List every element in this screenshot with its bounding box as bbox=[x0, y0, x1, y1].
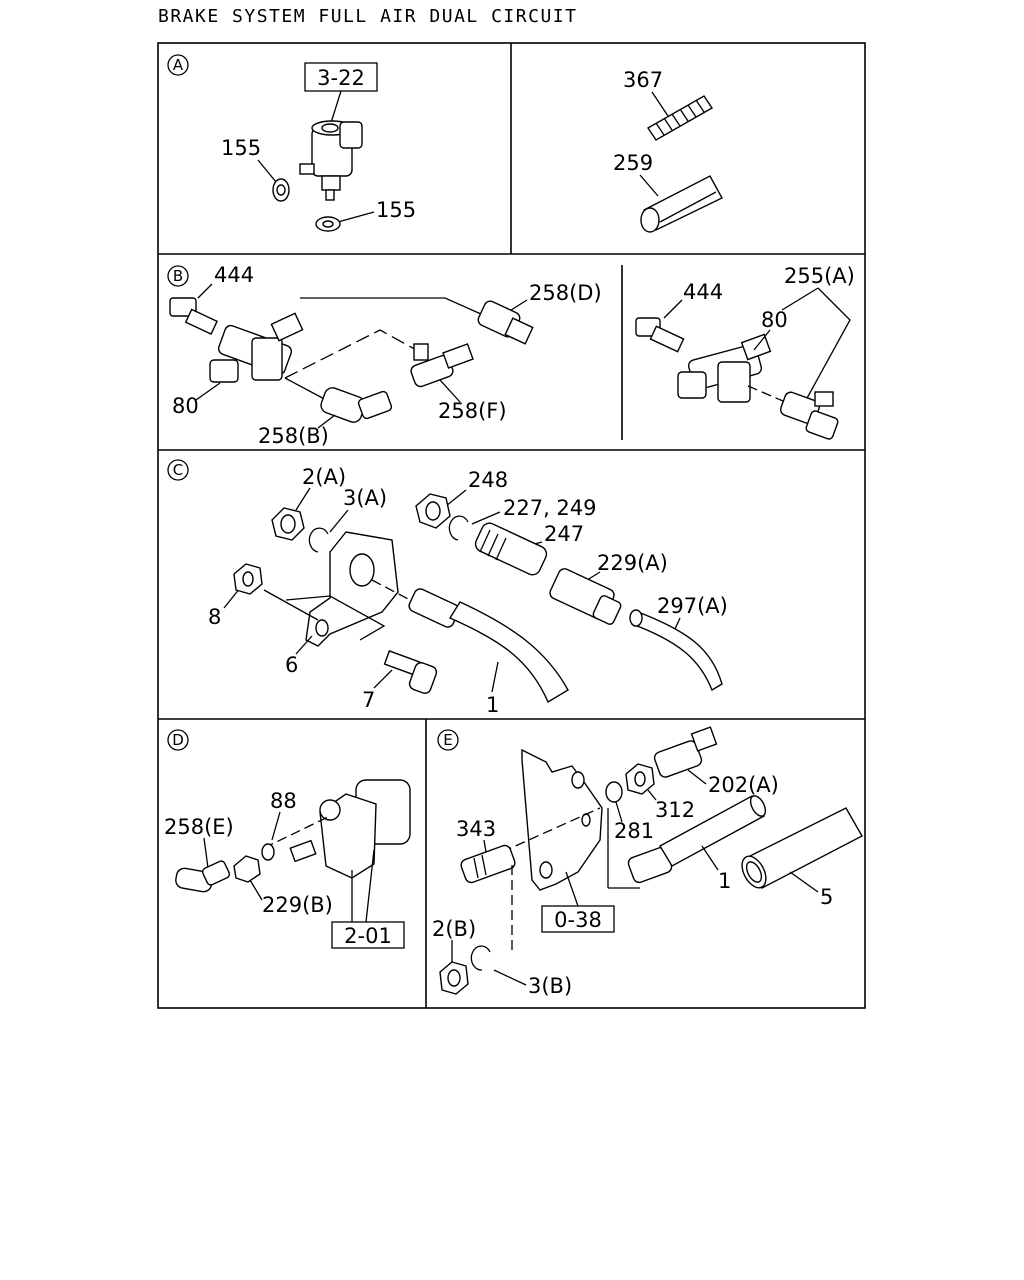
nut-312 bbox=[625, 763, 655, 795]
elbow-258b bbox=[320, 387, 393, 423]
section-e: 343 281 312 202(A) 1 bbox=[432, 726, 863, 998]
coupler-229a bbox=[549, 568, 622, 625]
elbow-258e bbox=[175, 860, 231, 893]
label-312: 312 bbox=[655, 798, 695, 822]
label-8: 8 bbox=[208, 605, 221, 629]
label-1-c: 1 bbox=[486, 693, 499, 717]
label-227-249: 227, 249 bbox=[503, 496, 597, 520]
ref-box-2-01: 2-01 bbox=[344, 924, 392, 948]
label-229b: 229(B) bbox=[262, 893, 333, 917]
label-258f: 258(F) bbox=[438, 399, 507, 423]
label-3a: 3(A) bbox=[343, 486, 387, 510]
label-258d: 258(D) bbox=[529, 281, 602, 305]
label-281: 281 bbox=[614, 819, 654, 843]
banjo-bolt bbox=[169, 297, 218, 335]
section-a-left: 3-22 155 155 bbox=[221, 62, 416, 232]
label-202a: 202(A) bbox=[708, 773, 779, 797]
label-80-right: 80 bbox=[761, 308, 788, 332]
section-b-right: 444 80 255(A) bbox=[635, 264, 855, 440]
fitting-229b bbox=[233, 855, 261, 883]
section-letter: C bbox=[173, 461, 183, 479]
label-2a: 2(A) bbox=[302, 465, 346, 489]
label-258e: 258(E) bbox=[164, 815, 234, 839]
label-248: 248 bbox=[468, 468, 508, 492]
section-a-right: 367 259 bbox=[613, 68, 723, 233]
section-letter: D bbox=[172, 731, 184, 749]
section-letter: E bbox=[443, 731, 452, 749]
section-marker-e: E bbox=[437, 729, 459, 751]
bolt-7 bbox=[383, 650, 438, 694]
tee-fitting bbox=[209, 312, 304, 383]
nut-8 bbox=[233, 563, 263, 595]
sleeve bbox=[640, 175, 723, 233]
label-247: 247 bbox=[544, 522, 584, 546]
bracket-6 bbox=[305, 531, 399, 647]
valve-2-01 bbox=[289, 779, 411, 879]
label-259: 259 bbox=[613, 151, 653, 175]
label-7: 7 bbox=[362, 688, 375, 712]
label-2b: 2(B) bbox=[432, 917, 476, 941]
nut-2a bbox=[271, 507, 305, 541]
section-letter: A bbox=[173, 56, 184, 74]
section-c: 2(A) 3(A) 248 227, 249 247 229(A) bbox=[208, 465, 728, 717]
section-b-left: 444 80 258(D) 258(F) bbox=[169, 263, 602, 448]
fitting-255a bbox=[779, 391, 839, 440]
label-80-left: 80 bbox=[172, 394, 199, 418]
label-258b: 258(B) bbox=[258, 424, 329, 448]
section-marker-d: D bbox=[167, 729, 189, 751]
label-444-left: 444 bbox=[214, 263, 254, 287]
fitting-202a bbox=[653, 726, 718, 778]
label-255a: 255(A) bbox=[784, 264, 855, 288]
connector-343 bbox=[460, 844, 516, 884]
tee-fitting-right bbox=[677, 333, 772, 403]
bracket-0-38 bbox=[521, 748, 603, 891]
label-155-top: 155 bbox=[221, 136, 261, 160]
ref-box-3-22: 3-22 bbox=[317, 66, 365, 90]
pipe-1 bbox=[408, 588, 569, 704]
label-343: 343 bbox=[456, 817, 496, 841]
pipe-1-e bbox=[627, 795, 767, 884]
fitting-258d bbox=[477, 300, 534, 345]
banjo-bolt-right bbox=[635, 317, 685, 353]
section-marker-c: C bbox=[167, 459, 189, 481]
label-444-right: 444 bbox=[683, 280, 723, 304]
hose-297a bbox=[629, 609, 723, 692]
label-1-e: 1 bbox=[718, 869, 731, 893]
nut-248 bbox=[415, 493, 451, 529]
page-title: BRAKE SYSTEM FULL AIR DUAL CIRCUIT bbox=[158, 6, 578, 27]
label-155-bottom: 155 bbox=[376, 198, 416, 222]
connector-247 bbox=[474, 522, 548, 576]
section-marker-b: B bbox=[167, 265, 189, 287]
spring-coil bbox=[647, 95, 713, 141]
label-6: 6 bbox=[285, 653, 298, 677]
ref-box-0-38: 0-38 bbox=[554, 908, 602, 932]
label-5: 5 bbox=[820, 885, 833, 909]
section-marker-a: A bbox=[167, 54, 189, 76]
label-88: 88 bbox=[270, 789, 297, 813]
panel-frame bbox=[157, 42, 866, 1009]
label-229a: 229(A) bbox=[597, 551, 668, 575]
valve-body bbox=[299, 120, 363, 201]
sleeve-5 bbox=[741, 807, 863, 889]
label-297a: 297(A) bbox=[657, 594, 728, 618]
section-letter: B bbox=[173, 267, 183, 285]
fitting-258f bbox=[410, 343, 474, 388]
washer-281 bbox=[605, 781, 623, 803]
nut-2b bbox=[439, 961, 469, 995]
section-d: 88 258(E) 229(B) 2-01 bbox=[164, 779, 411, 949]
label-3b: 3(B) bbox=[528, 974, 572, 998]
label-367: 367 bbox=[623, 68, 663, 92]
